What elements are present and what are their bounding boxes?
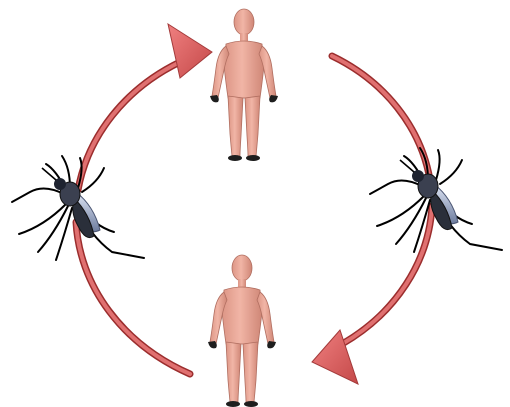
arrow-bottom-to-left xyxy=(76,222,190,374)
arrow-right-to-bottom xyxy=(342,206,432,344)
human-figure-bottom xyxy=(208,255,276,407)
arrow-top-to-right xyxy=(332,56,430,180)
arrow-left-to-top xyxy=(78,62,180,190)
human-figure-top xyxy=(210,9,278,161)
mosquito-right xyxy=(370,148,502,252)
arrowhead-top xyxy=(168,24,212,78)
